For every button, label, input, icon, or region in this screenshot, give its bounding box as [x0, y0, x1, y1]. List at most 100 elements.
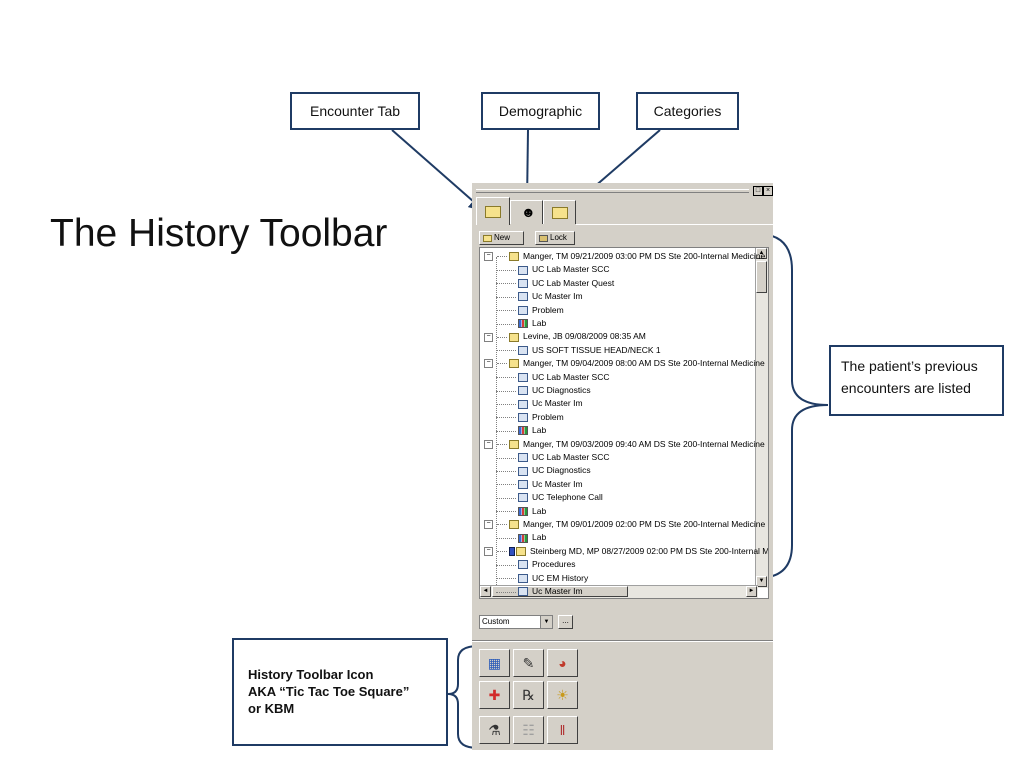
collapse-toggle-icon[interactable]: − [484, 252, 493, 262]
previous-encounters-callout: The patient’s previous encounters are li… [829, 345, 1004, 416]
vertical-scroll-thumb[interactable] [756, 261, 767, 293]
tree-branch-line [496, 497, 516, 499]
tree-branch-line [496, 310, 516, 312]
lock-button[interactable]: Lock [535, 231, 575, 245]
encounter-child-item[interactable]: UC Lab Master Quest [518, 277, 614, 290]
new-button[interactable]: New [479, 231, 524, 245]
tree-horizontal-scrollbar[interactable]: ◄ ► [480, 585, 758, 598]
notes-icon: ✎ [522, 654, 535, 671]
close-button[interactable]: × [763, 186, 773, 196]
encounter-child-item[interactable]: Problem [518, 304, 564, 317]
kbm-button-2[interactable]: ✎ [513, 649, 544, 677]
kbm-button-5[interactable]: ℞ [513, 681, 544, 709]
kbm-button-7[interactable]: ⚗ [479, 716, 510, 744]
image-icon: ☀ [556, 686, 569, 703]
collapse-toggle-icon[interactable]: − [484, 439, 493, 449]
kbm-button-4[interactable]: ✚ [479, 681, 510, 709]
encounter-child-item[interactable]: Lab [518, 505, 546, 518]
encounter-child-item[interactable]: Uc Master Im [518, 397, 583, 410]
folder-icon [509, 520, 519, 530]
encounter-child-item[interactable]: Uc Master Im [518, 290, 583, 303]
tree-item-label: Manger, TM 09/04/2009 08:00 AM DS Ste 20… [523, 358, 765, 369]
tree-vertical-scrollbar[interactable]: ▲ ▼ [755, 248, 768, 588]
document-icon [518, 413, 528, 423]
document-icon [518, 372, 528, 382]
encounter-child-item[interactable]: UC EM History [518, 572, 588, 585]
tree-item-label: UC Lab Master SCC [532, 264, 610, 275]
encounter-tab-callout: Encounter Tab [290, 92, 420, 130]
kbm-button-9[interactable]: ‖ [547, 716, 578, 744]
encounter-child-item[interactable]: Uc Master Im [518, 585, 583, 598]
encounter-child-item[interactable]: Procedures [518, 558, 575, 571]
filter-options-button[interactable]: ... [558, 615, 573, 629]
tree-connector [497, 256, 507, 258]
document-icon [518, 305, 528, 315]
encounter-node[interactable]: − Levine, JB 09/08/2009 08:35 AM [484, 330, 646, 343]
encounter-child-item[interactable]: UC Diagnostics [518, 464, 591, 477]
document-icon [518, 480, 528, 490]
panel-divider [472, 640, 773, 642]
encounter-child-item[interactable]: US SOFT TISSUE HEAD/NECK 1 [518, 344, 661, 357]
encounter-child-item[interactable]: UC Lab Master SCC [518, 451, 609, 464]
scroll-down-button[interactable]: ▼ [756, 576, 767, 587]
lab-tubes-icon [518, 506, 528, 516]
tree-item-label: Uc Master Im [532, 398, 583, 409]
kbm-callout-line-2: AKA “Tic Tac Toe Square” [248, 684, 410, 699]
encounter-child-item[interactable]: UC Lab Master SCC [518, 371, 609, 384]
document-icon [518, 346, 528, 356]
tree-connector [497, 336, 507, 338]
scroll-left-button[interactable]: ◄ [480, 586, 491, 597]
tree-trunk-line [496, 257, 497, 587]
restore-button[interactable]: □ [753, 186, 763, 196]
chevron-down-icon[interactable]: ▼ [540, 616, 552, 628]
kbm-callout: History Toolbar Icon AKA “Tic Tac Toe Sq… [232, 638, 448, 746]
categories-callout: Categories [636, 92, 739, 130]
kbm-button-3[interactable]: ◕ [547, 649, 578, 677]
tree-branch-line [496, 484, 516, 486]
tree-item-label: Uc Master Im [532, 478, 583, 489]
encounter-node[interactable]: −Manger, TM 09/21/2009 03:00 PM DS Ste 2… [484, 250, 765, 263]
kbm-button-6[interactable]: ☀ [547, 681, 578, 709]
kbm-button-1[interactable]: ▦ [479, 649, 510, 677]
encounter-child-item[interactable]: Lab [518, 317, 546, 330]
tab-categories[interactable] [543, 200, 576, 224]
scroll-right-button[interactable]: ► [746, 586, 757, 597]
encounter-node[interactable]: −Manger, TM 09/03/2009 09:40 AM DS Ste 2… [484, 438, 765, 451]
encounter-node[interactable]: − Manger, TM 09/04/2009 08:00 AM DS Ste 2… [484, 357, 765, 370]
encounter-child-item[interactable]: Uc Master Im [518, 478, 583, 491]
demographic-callout: Demographic [481, 92, 600, 130]
scroll-up-button[interactable]: ▲ [756, 248, 767, 259]
tree-branch-line [496, 591, 516, 593]
kbm-button-8: ☷ [513, 716, 544, 744]
document-icon [518, 560, 528, 570]
collapse-toggle-icon[interactable]: − [484, 520, 493, 530]
history-filter-select[interactable]: Custom ▼ [479, 615, 553, 629]
encounter-node[interactable]: −Manger, TM 09/01/2009 02:00 PM DS Ste 2… [484, 518, 765, 531]
horizontal-scroll-thumb[interactable] [492, 586, 628, 597]
tree-item-label: Lab [532, 505, 547, 516]
encounter-child-item[interactable]: Lab [518, 531, 546, 544]
tree-item-label: Uc Master Im [532, 291, 583, 302]
encounter-node[interactable]: −Steinberg MD, MP 08/27/2009 02:00 PM DS… [484, 545, 768, 558]
collapse-toggle-icon[interactable]: − [484, 332, 493, 342]
tree-item-label: US SOFT TISSUE HEAD/NECK 1 [532, 344, 661, 355]
encounter-child-item[interactable]: UC Telephone Call [518, 491, 603, 504]
encounter-tree[interactable]: ▲ ▼ ◄ ► −Manger, TM 09/21/2009 03:00 PM … [479, 247, 769, 599]
tab-demographic[interactable]: ☻ [510, 200, 543, 224]
document-icon [518, 493, 528, 503]
test-tubes-icon: ‖ [559, 722, 566, 738]
tree-branch-line [496, 269, 516, 271]
encounter-child-item[interactable]: UC Diagnostics [518, 384, 591, 397]
tree-item-label: UC Diagnostics [532, 465, 591, 476]
tab-encounter[interactable] [476, 197, 510, 225]
document-icon [518, 453, 528, 463]
encounter-child-item[interactable]: Lab [518, 424, 546, 437]
lock-icon [539, 234, 548, 242]
tree-item-label: Levine, JB 09/08/2009 08:35 AM [523, 331, 646, 342]
encounter-child-item[interactable]: Problem [518, 411, 564, 424]
collapse-toggle-icon[interactable]: − [484, 359, 493, 369]
tree-item-label: Uc Master Im [532, 586, 583, 596]
collapse-toggle-icon[interactable]: − [484, 547, 493, 557]
encounter-child-item[interactable]: UC Lab Master SCC [518, 263, 609, 276]
tree-item-label: UC Diagnostics [532, 385, 591, 395]
